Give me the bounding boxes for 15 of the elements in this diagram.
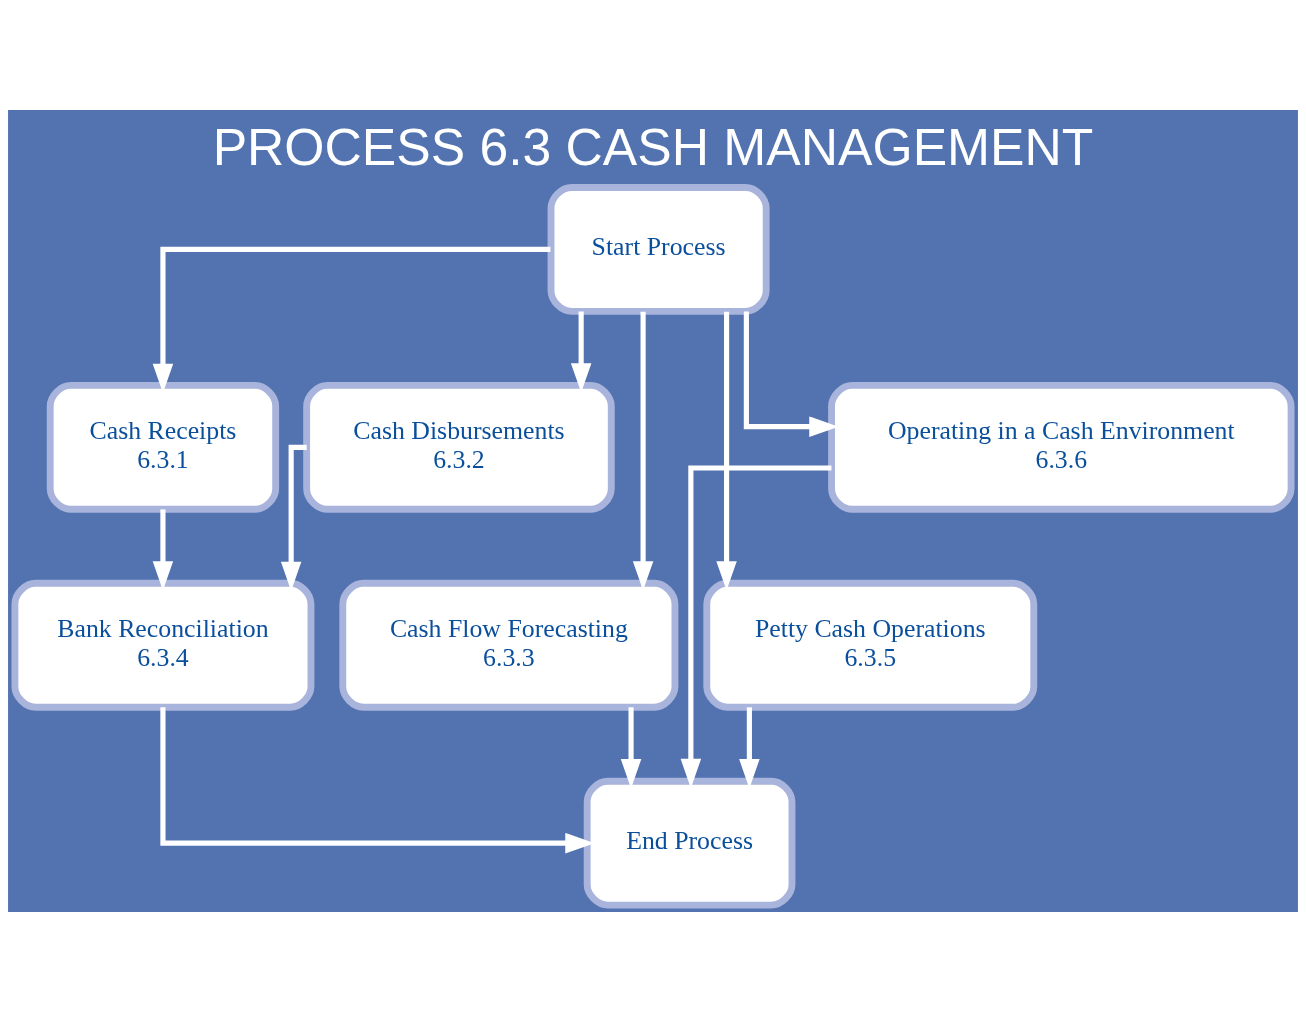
node-box: Operating in a Cash Environment 6.3.6 bbox=[828, 381, 1295, 513]
arrow bbox=[632, 311, 654, 590]
node-box: Start Process bbox=[547, 183, 770, 315]
arrow bbox=[680, 464, 832, 788]
node-box: Bank Reconciliation 6.3.4 bbox=[11, 579, 315, 711]
node-box: Cash Disbursements 6.3.2 bbox=[303, 381, 615, 513]
arrow bbox=[716, 311, 737, 590]
diagram-title: PROCESS 6.3 CASH MANAGEMENT bbox=[212, 117, 1094, 176]
arrow bbox=[152, 508, 174, 590]
arrow bbox=[739, 706, 760, 788]
node-box: Petty Cash Operations 6.3.5 bbox=[703, 579, 1038, 711]
node-box: Cash Receipts 6.3.1 bbox=[46, 381, 280, 513]
node-box: End Process bbox=[583, 777, 796, 909]
node-box: Cash Flow Forecasting 6.3.3 bbox=[339, 579, 679, 711]
arrow bbox=[620, 706, 642, 788]
